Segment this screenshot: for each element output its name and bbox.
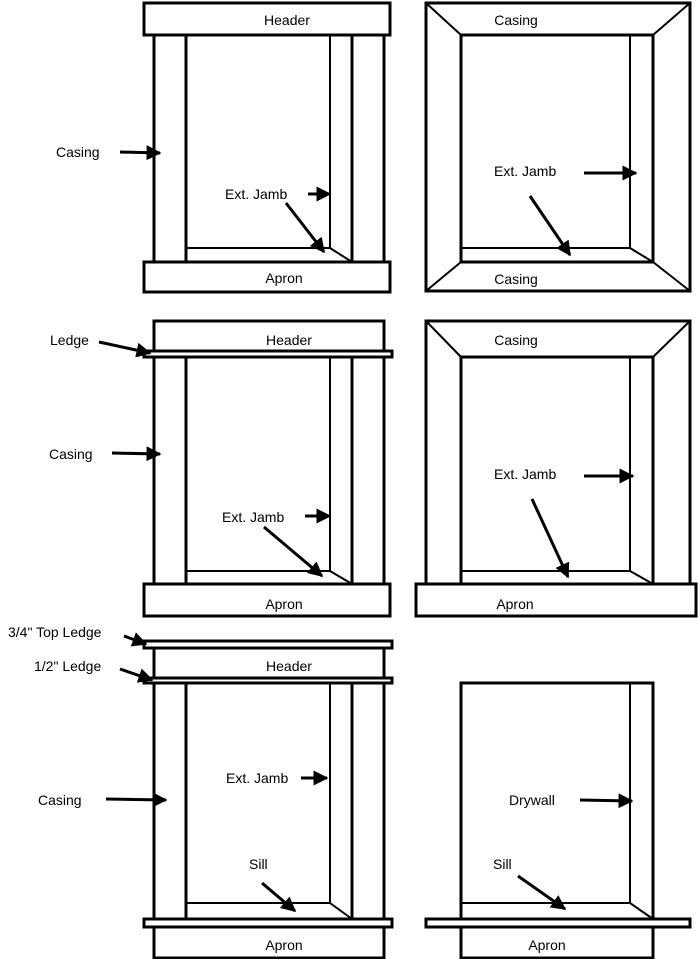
panel-picture-frame-casing: Casing Casing Ext. Jamb	[424, 1, 692, 293]
jamb-corner-line	[329, 902, 353, 920]
jamb-corner-line	[629, 247, 654, 263]
top-ledge-arrow	[123, 632, 148, 647]
jamb-corner-line	[329, 247, 353, 263]
casing-label: Casing	[38, 792, 82, 808]
apron-board	[459, 925, 655, 959]
inner-casing-frame	[459, 355, 655, 584]
sill-label: Sill	[493, 856, 512, 872]
sill-label: Sill	[249, 856, 268, 872]
header-label: Header	[266, 332, 312, 348]
drywall-arrow	[579, 793, 634, 809]
casing-arrow	[105, 792, 168, 808]
right-casing-board	[350, 681, 386, 921]
apron-board	[152, 925, 386, 959]
left-casing-board	[152, 33, 188, 264]
ledge-arrow	[98, 340, 152, 358]
ext-jamb-label: Ext. Jamb	[225, 186, 287, 202]
ext-jamb-label: Ext. Jamb	[222, 509, 284, 525]
apron-board	[142, 260, 392, 294]
apron-label: Apron	[265, 596, 302, 612]
apron-board	[142, 582, 392, 618]
half-ledge-label: 1/2" Ledge	[34, 658, 101, 674]
miter-top-left	[425, 2, 462, 36]
panel-mitered-casing-apron: Casing Apron Ext. Jamb	[414, 319, 698, 618]
sill-arrow	[261, 881, 297, 913]
ext-jamb-label: Ext. Jamb	[494, 466, 556, 482]
miter-top-right	[652, 320, 691, 358]
panel-double-ledge-sill: Header Apron 3/4" Top Ledge 1/2" Ledge C…	[8, 624, 394, 959]
outer-casing-frame	[424, 319, 692, 584]
jamb-bottom-arrow	[284, 202, 326, 254]
miter-top-right	[652, 2, 691, 36]
left-casing-board	[152, 355, 188, 586]
ledge-label: Ledge	[50, 332, 89, 348]
right-casing-board	[350, 33, 386, 264]
casing-label: Casing	[49, 446, 93, 462]
apron-board	[414, 582, 698, 618]
apron-label: Apron	[265, 937, 302, 953]
casing-arrow	[119, 145, 162, 161]
casing-top-label: Casing	[494, 332, 538, 348]
header-board	[142, 1, 392, 37]
drywall-label: Drywall	[509, 792, 555, 808]
apron-label: Apron	[496, 596, 533, 612]
jamb-corner-line	[329, 570, 353, 585]
miter-bottom-right	[652, 261, 691, 292]
panel-drywall-return-sill: Apron Drywall Sill	[424, 681, 692, 959]
inner-casing-frame	[459, 33, 655, 264]
panel-header-ledge-casing: Header Apron Ledge Casing Ext. Jamb	[49, 319, 394, 618]
ext-jamb-label: Ext. Jamb	[226, 770, 288, 786]
apron-label: Apron	[265, 270, 302, 286]
sill-arrow	[517, 874, 567, 911]
casing-arrow	[111, 446, 162, 462]
right-casing-board	[350, 355, 386, 586]
apron-label: Apron	[528, 937, 565, 953]
jamb-bottom-arrow	[528, 195, 572, 257]
jamb-bottom-arrow	[530, 498, 570, 579]
header-label: Header	[266, 658, 312, 674]
miter-top-left	[425, 320, 462, 358]
casing-bottom-label: Casing	[494, 271, 538, 287]
panel-header-apron-casing: Header Apron Casing Ext. Jamb	[56, 1, 392, 294]
miter-bottom-left	[425, 261, 462, 292]
half-ledge-arrow	[119, 667, 154, 683]
jamb-corner-line	[629, 902, 654, 920]
jamb-corner-line	[629, 570, 654, 585]
casing-top-label: Casing	[494, 12, 538, 28]
ext-jamb-label: Ext. Jamb	[494, 163, 556, 179]
header-label: Header	[264, 12, 310, 28]
casing-label: Casing	[56, 144, 100, 160]
jamb-bottom-arrow	[263, 525, 324, 578]
top-ledge-label: 3/4" Top Ledge	[8, 624, 102, 640]
